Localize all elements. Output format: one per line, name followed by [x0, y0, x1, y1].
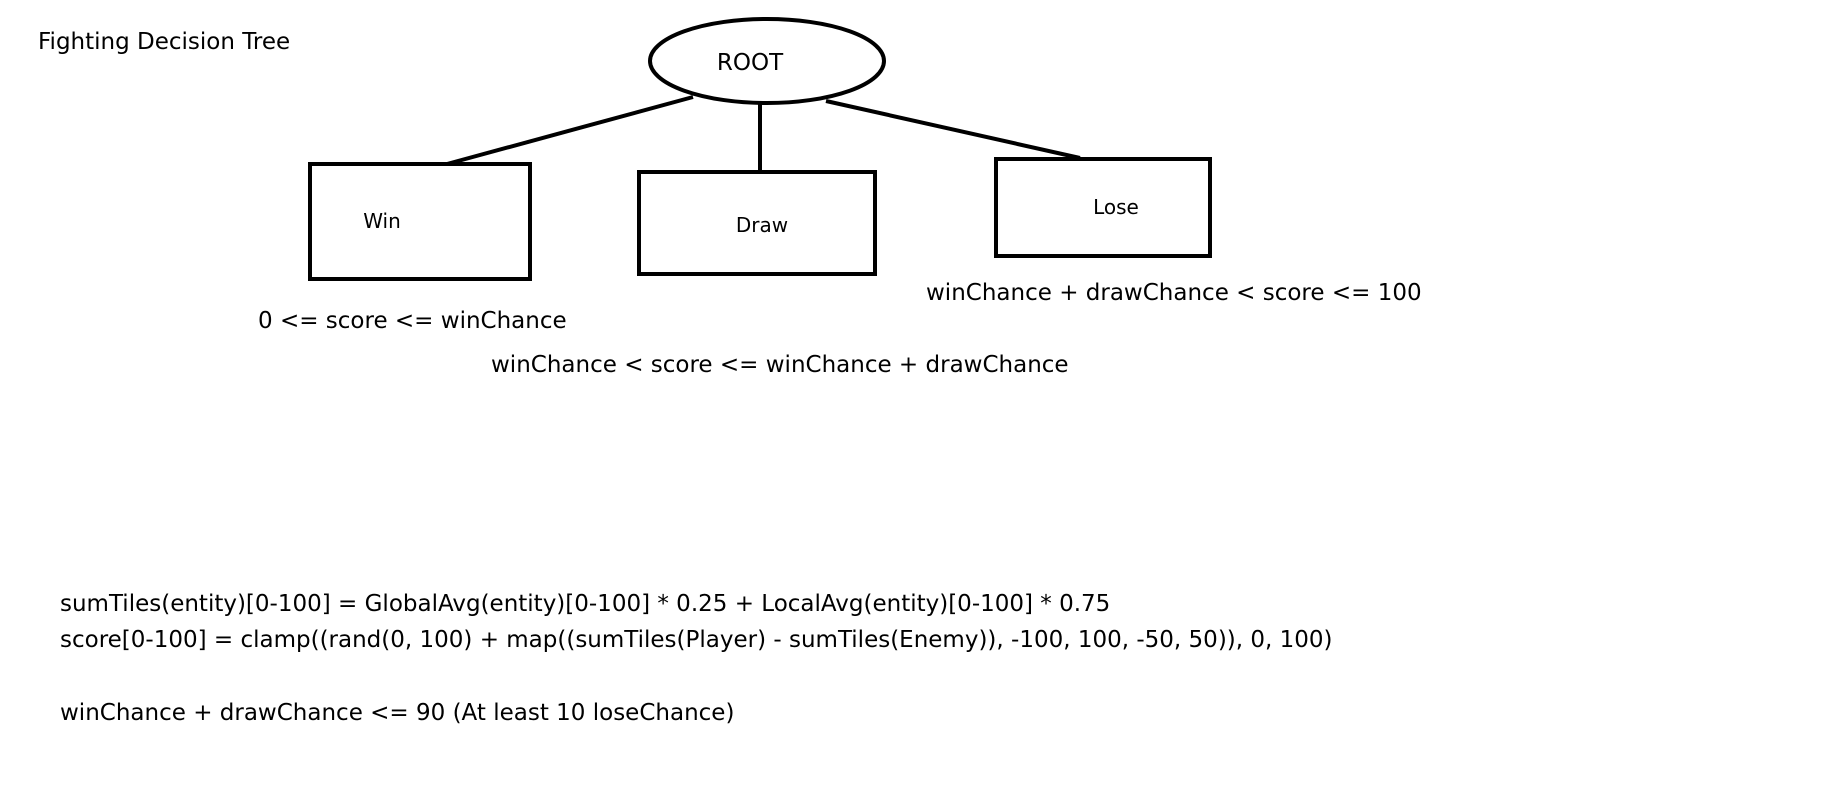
sumtiles-formula: sumTiles(entity)[0-100] = GlobalAvg(enti… — [60, 591, 1111, 617]
win-node — [308, 162, 532, 281]
lose-node — [994, 157, 1212, 258]
draw-condition: winChance < score <= winChance + drawCha… — [491, 352, 1069, 378]
edge-root-win — [446, 95, 694, 166]
draw-node — [637, 170, 877, 276]
root-node-label: ROOT — [717, 50, 784, 76]
root-node — [648, 17, 886, 105]
chance-constraint: winChance + drawChance <= 90 (At least 1… — [60, 700, 735, 726]
edge-root-lose — [825, 99, 1081, 160]
win-condition: 0 <= score <= winChance — [258, 308, 567, 334]
score-formula: score[0-100] = clamp((rand(0, 100) + map… — [60, 627, 1333, 653]
win-node-label: Win — [363, 209, 401, 233]
draw-node-label: Draw — [736, 213, 788, 237]
lose-node-label: Lose — [1093, 195, 1139, 219]
lose-condition: winChance + drawChance < score <= 100 — [926, 280, 1422, 306]
diagram-title: Fighting Decision Tree — [38, 29, 291, 55]
